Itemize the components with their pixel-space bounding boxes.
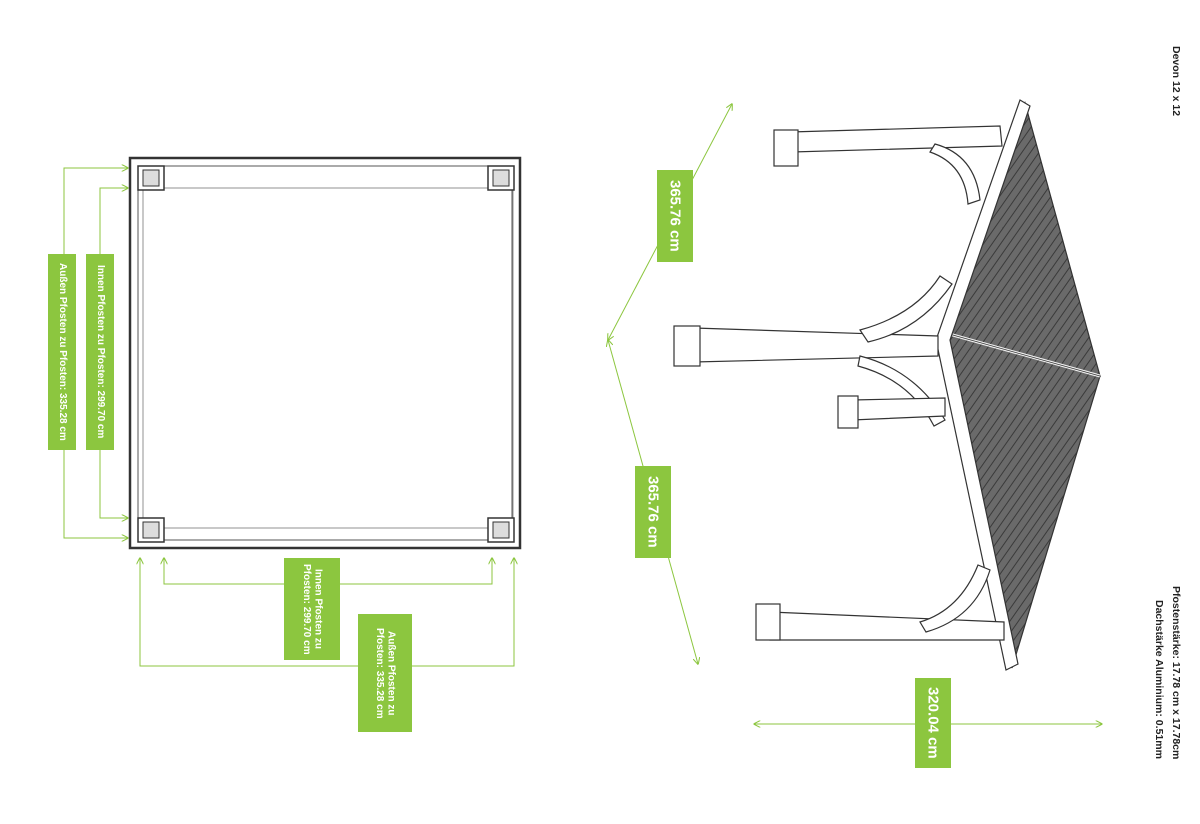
inner-post-bottom-line1: Innen Pfosten zu	[312, 568, 324, 649]
depth-label-mid-text: 365.76 cm	[644, 476, 662, 548]
outer-post-bottom-label: Außen Pfosten zu Pfosten: 335.28 cm	[358, 614, 412, 732]
roof-panel-lower	[941, 331, 1101, 669]
height-label-text: 320.04 cm	[924, 687, 942, 759]
plan-inner-frame	[137, 165, 513, 541]
outer-post-to-post-text: Außen Pfosten zu Pfosten: 335.28 cm	[56, 263, 68, 441]
height-label: 320.04 cm	[915, 678, 951, 768]
plan-inner-frame-2	[142, 187, 514, 529]
post-top	[773, 125, 1003, 205]
post-bottom	[755, 564, 1005, 641]
gazebo-elevation	[673, 99, 1101, 671]
depth-label-mid: 365.76 cm	[635, 466, 671, 558]
outer-post-bottom-line2: Pfosten: 335.28 cm	[374, 627, 385, 719]
depth-label-top: 365.76 cm	[657, 170, 693, 262]
inner-post-to-post-label: Innen Pfosten zu Pfosten: 299.70 cm	[86, 254, 114, 450]
post-thickness-spec: Pfostenstärke: 17.78 cm x 17.78cm	[1170, 586, 1182, 760]
outer-post-to-post-label: Außen Pfosten zu Pfosten: 335.28 cm	[48, 254, 76, 450]
outer-dimension-line-bottom	[140, 558, 514, 667]
inner-post-bottom-line2: Pfosten: 299.70 cm	[301, 563, 312, 655]
corner-post	[137, 517, 165, 543]
roof-thickness-spec: Dachstärke Aluminium: 0.51mm	[1153, 600, 1165, 759]
inner-post-to-post-text: Innen Pfosten zu Pfosten: 299.70 cm	[94, 265, 106, 439]
corner-post	[137, 165, 165, 191]
post-back	[837, 395, 946, 429]
model-title: Devon 12 x 12	[1170, 46, 1182, 117]
plan-outer-frame	[128, 156, 522, 550]
floor-plan	[128, 156, 522, 550]
corner-post	[487, 517, 515, 543]
depth-label-top-text: 365.76 cm	[666, 180, 684, 252]
outer-post-bottom-line1: Außen Pfosten zu	[385, 630, 397, 716]
corner-post	[487, 165, 515, 191]
inner-post-bottom-label: Innen Pfosten zu Pfosten: 299.70 cm	[284, 558, 340, 660]
